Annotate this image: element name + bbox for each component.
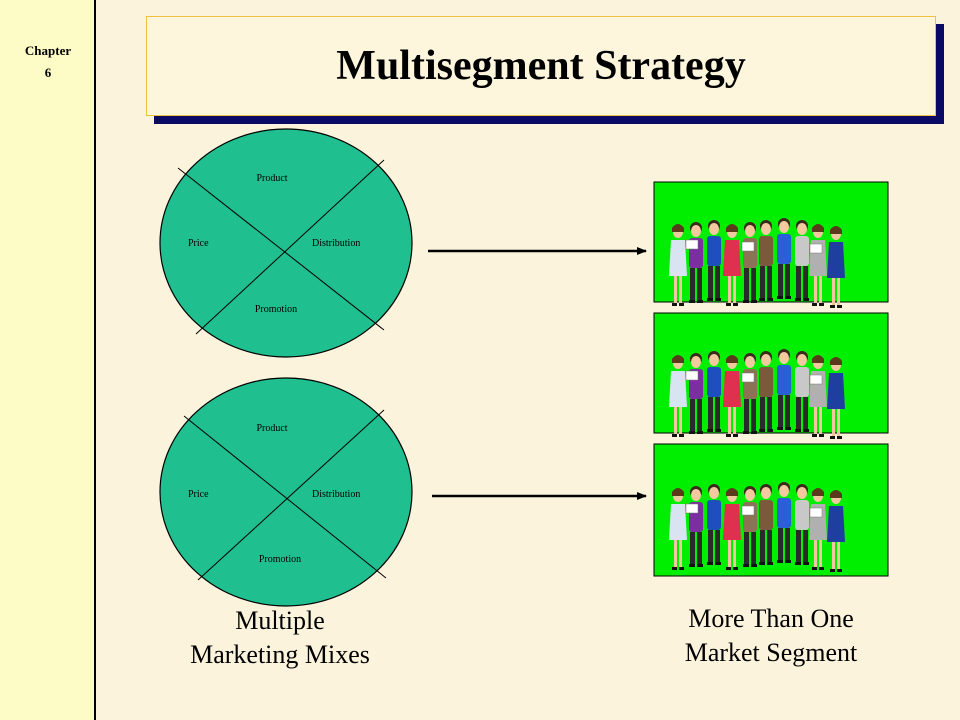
mix-1-product-label: Product bbox=[256, 173, 287, 184]
market-segment-3 bbox=[653, 443, 889, 577]
marketing-mix-2: Product Price Distribution Promotion bbox=[159, 377, 413, 607]
chapter-label: Chapter bbox=[24, 43, 72, 58]
marketing-mix-1: Product Price Distribution Promotion bbox=[159, 128, 413, 358]
market-segment-2 bbox=[653, 312, 889, 439]
chapter-sidebar: Chapter 6 bbox=[0, 0, 96, 720]
left-caption: Multiple Marketing Mixes bbox=[150, 604, 410, 672]
left-caption-line-2: Marketing Mixes bbox=[190, 640, 370, 669]
mix-2-distribution-label: Distribution bbox=[312, 489, 360, 500]
mix-1-price-label: Price bbox=[188, 238, 209, 249]
slide-title: Multisegment Strategy bbox=[336, 43, 746, 89]
mix-1-promotion-label: Promotion bbox=[255, 304, 297, 315]
right-caption: More Than One Market Segment bbox=[640, 602, 902, 670]
chapter-indicator: Chapter 6 bbox=[0, 40, 96, 84]
left-caption-line-1: Multiple bbox=[235, 606, 325, 635]
mix-2-product-label: Product bbox=[256, 423, 287, 434]
title-box: Multisegment Strategy bbox=[146, 16, 936, 116]
right-caption-line-2: Market Segment bbox=[684, 638, 858, 667]
mix-2-promotion-label: Promotion bbox=[259, 554, 301, 565]
market-segment-1 bbox=[653, 181, 889, 308]
mix-2-price-label: Price bbox=[188, 489, 209, 500]
chapter-number: 6 bbox=[44, 65, 52, 80]
mix-1-distribution-label: Distribution bbox=[312, 238, 360, 249]
right-caption-line-1: More Than One bbox=[688, 604, 854, 633]
